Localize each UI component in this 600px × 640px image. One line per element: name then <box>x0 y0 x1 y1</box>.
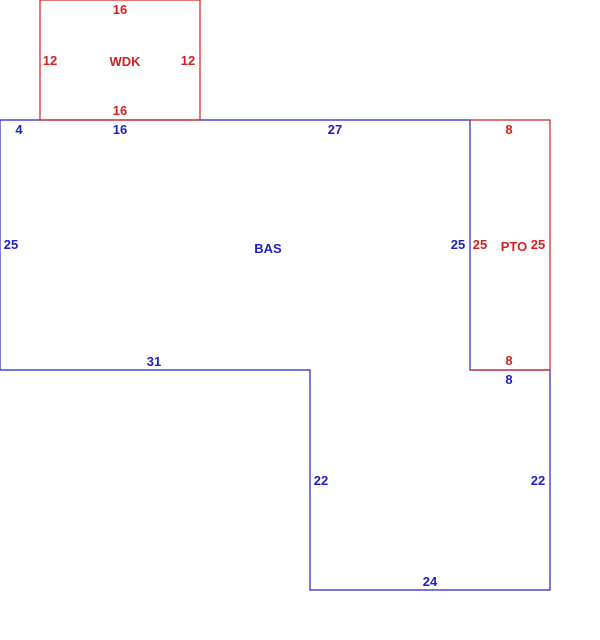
wdk-outline <box>39 0 201 121</box>
bas-dim-bottom: 24 <box>423 574 438 589</box>
bas-dim-top-right: 27 <box>328 122 342 137</box>
bas-dim-mid-bottom: 31 <box>147 354 161 369</box>
bas-dim-left: 25 <box>4 237 18 252</box>
bas-outline <box>0 119 551 591</box>
bas-dim-step: 8 <box>505 372 512 387</box>
wdk-area-label: WDK <box>109 54 141 69</box>
wdk-dim-right: 12 <box>181 53 195 68</box>
bas-dim-top-left: 4 <box>15 122 23 137</box>
wdk-dim-bottom: 16 <box>113 103 127 118</box>
bas-dim-top-mid: 16 <box>113 122 127 137</box>
pto-area-label: PTO <box>501 239 528 254</box>
pto-dim-right: 25 <box>531 237 545 252</box>
bas-area-label: BAS <box>254 241 282 256</box>
pto-dim-bottom: 8 <box>505 353 512 368</box>
pto-dim-top: 8 <box>505 122 512 137</box>
bas-dim-notch-left: 22 <box>314 473 328 488</box>
wdk-dim-top: 16 <box>113 2 127 17</box>
bas-dim-right-inner: 25 <box>451 237 465 252</box>
pto-outline <box>470 119 551 371</box>
pto-dim-left: 25 <box>473 237 487 252</box>
bas-dim-notch-right: 22 <box>531 473 545 488</box>
wdk-dim-left: 12 <box>43 53 57 68</box>
